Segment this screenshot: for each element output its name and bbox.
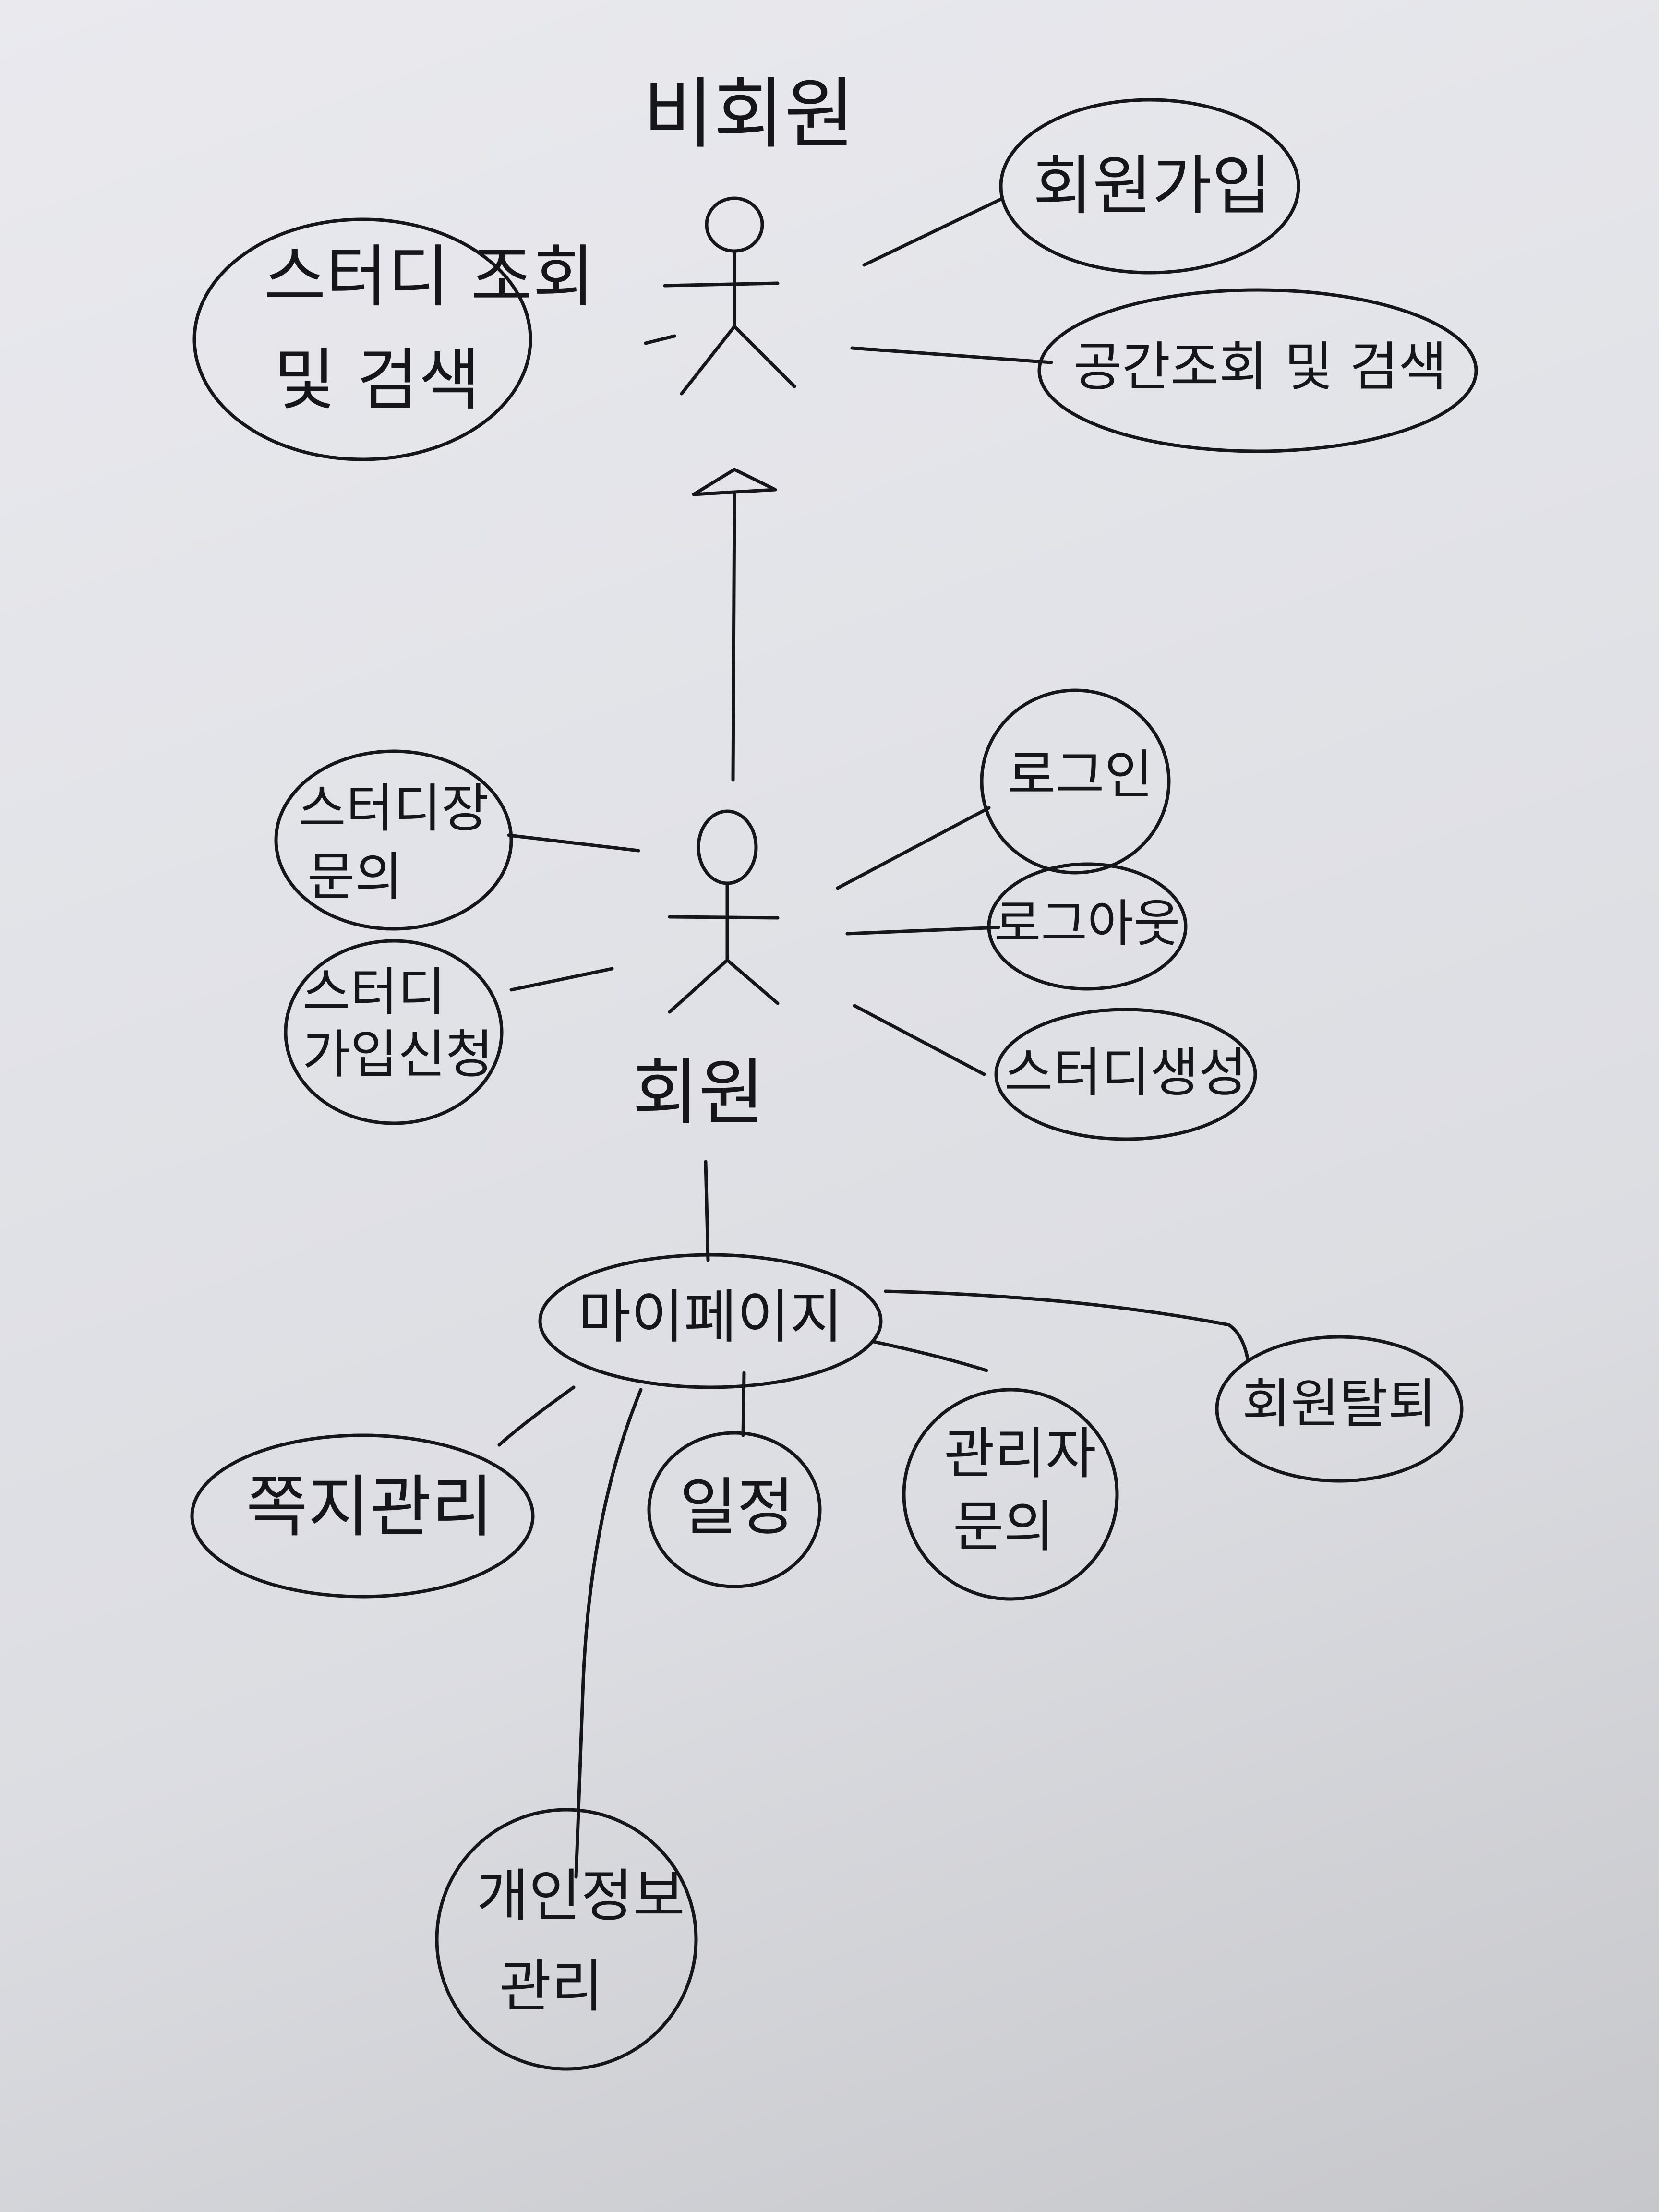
usecase-ellipses [190, 98, 1478, 2071]
ellipse-study-create [994, 1008, 1257, 1141]
ellipse-profile [435, 1808, 698, 2071]
usecase-login: 로그인 [1007, 744, 1153, 806]
usecase-leader-inquiry-line1: 스터디장 [298, 779, 489, 839]
usecase-study-search-line1: 스터디 조회 [264, 238, 595, 316]
usecase-mypage: 마이페이지 [578, 1284, 843, 1351]
ellipse-mypage [538, 1253, 883, 1389]
ellipse-schedule [647, 1431, 822, 1588]
ellipse-login [980, 688, 1171, 875]
usecase-admin-inquiry-line1: 관리자 [944, 1422, 1096, 1487]
usecase-space-search: 공간조회 및 검색 [1073, 336, 1447, 398]
ellipse-leader-inquiry [274, 749, 513, 931]
ellipse-admin-inquiry [902, 1388, 1119, 1601]
ellipse-logout [987, 862, 1188, 991]
actor-label-non-member: 비회원 [643, 69, 855, 159]
usecase-profile-line2: 관리 [499, 1953, 604, 2020]
usecase-profile-line1: 개인정보 [476, 1863, 685, 1929]
usecase-admin-inquiry-line2: 문의 [953, 1495, 1055, 1559]
association-lines [497, 197, 1250, 1879]
usecase-schedule: 일정 [679, 1470, 794, 1544]
usecase-signup: 회원가입 [1033, 148, 1272, 224]
usecase-study-create: 스터디생성 [1004, 1042, 1247, 1104]
actor-label-member: 회원 [632, 1051, 765, 1135]
ellipse-signup [999, 98, 1300, 275]
ellipse-space-search [1037, 288, 1478, 453]
usecase-leader-inquiry-line2: 문의 [307, 847, 403, 907]
usecase-logout: 로그아웃 [994, 894, 1180, 953]
non-member-actor-figure [663, 196, 796, 396]
ellipse-study-search [192, 217, 532, 461]
usecase-study-join-line2: 가입신청 [302, 1025, 493, 1085]
usecase-study-join-line1: 스터디 [302, 962, 446, 1022]
ellipse-withdraw [1215, 1335, 1464, 1483]
ellipse-study-join [284, 939, 504, 1125]
generalization-arrow [692, 468, 777, 782]
ellipse-notes [190, 1433, 535, 1599]
usecase-notes: 쪽지관리 [246, 1468, 493, 1547]
member-actor-figure [668, 809, 780, 1014]
usecase-study-search-line2: 및 검색 [274, 341, 481, 420]
usecase-withdraw: 회원탈퇴 [1242, 1373, 1437, 1435]
